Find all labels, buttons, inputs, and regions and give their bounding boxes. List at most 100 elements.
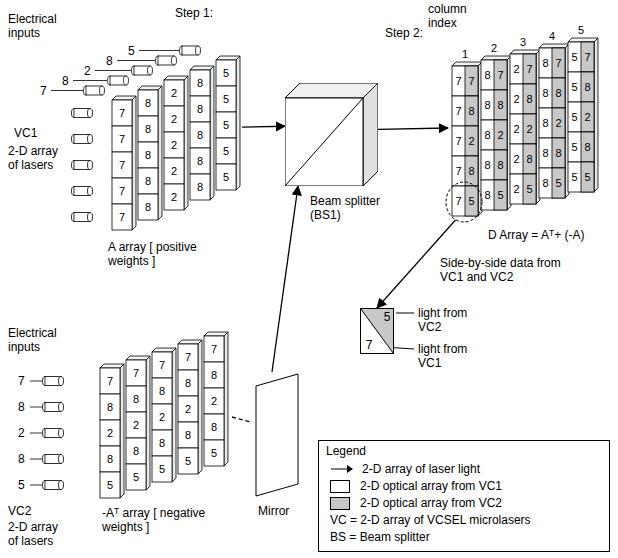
array-cell bbox=[539, 48, 565, 78]
sum-value: 7 bbox=[452, 194, 465, 208]
array-cell bbox=[126, 360, 146, 386]
array-cell bbox=[138, 142, 158, 168]
input-value: 5 bbox=[128, 44, 140, 58]
vc2-half-cell bbox=[552, 78, 565, 108]
array-cell bbox=[100, 394, 120, 420]
sum-value: 8 bbox=[581, 140, 594, 154]
weight-value: 7 bbox=[126, 366, 146, 380]
array-cell bbox=[204, 440, 224, 466]
sum-value: 8 bbox=[523, 92, 536, 106]
array-cell bbox=[152, 378, 172, 404]
sum-value: 5 bbox=[568, 110, 581, 124]
strip-side bbox=[120, 364, 124, 498]
input-value: 8 bbox=[106, 54, 118, 68]
array-strip bbox=[481, 56, 511, 210]
strip-top bbox=[510, 50, 540, 54]
column-number: 4 bbox=[539, 29, 565, 43]
weight-value: 8 bbox=[138, 122, 158, 136]
sum-value: 8 bbox=[465, 164, 478, 178]
array-strip bbox=[452, 62, 482, 216]
laser-face bbox=[88, 161, 93, 170]
sum-value: 8 bbox=[465, 104, 478, 118]
strip-top bbox=[568, 38, 598, 42]
strip-top bbox=[112, 96, 136, 100]
array-cell bbox=[112, 100, 132, 126]
weight-value: 5 bbox=[126, 470, 146, 484]
cube-top bbox=[285, 83, 378, 98]
strip-top bbox=[100, 364, 124, 368]
array-cell bbox=[164, 184, 184, 210]
array-cell bbox=[138, 168, 158, 194]
arrow-shaft bbox=[331, 469, 348, 470]
weight-value: 8 bbox=[204, 368, 224, 382]
laser bbox=[43, 455, 64, 464]
input-value: 8 bbox=[62, 74, 74, 88]
annotation: light from VC2 bbox=[418, 306, 482, 334]
weight-value: 7 bbox=[204, 342, 224, 356]
array-cell bbox=[164, 106, 184, 132]
laser-face bbox=[124, 76, 129, 85]
weight-value: 8 bbox=[190, 180, 210, 194]
weight-value: 5 bbox=[152, 462, 172, 476]
weight-value: 8 bbox=[138, 174, 158, 188]
connector bbox=[242, 126, 285, 128]
array-cell bbox=[126, 438, 146, 464]
laser bbox=[72, 109, 93, 118]
mirror: Mirror bbox=[252, 372, 302, 498]
weight-value: 5 bbox=[100, 478, 120, 492]
array-cell bbox=[568, 42, 594, 72]
annotation: 2-D array of lasers bbox=[8, 520, 70, 548]
strip-side bbox=[224, 332, 228, 466]
sum-value: 5 bbox=[465, 194, 478, 208]
sum-value: 8 bbox=[481, 98, 494, 112]
node-caption: A array [ positive weights ] bbox=[108, 240, 238, 268]
cube-side bbox=[363, 83, 378, 186]
laser-face bbox=[100, 86, 105, 95]
sum-value: 2 bbox=[581, 110, 594, 124]
array-strip bbox=[204, 332, 228, 466]
sum-value: 2 bbox=[510, 62, 523, 76]
sum-value: 8 bbox=[481, 158, 494, 172]
array-cell bbox=[126, 386, 146, 412]
zoom-cell: 57 bbox=[360, 308, 394, 354]
weight-value: 5 bbox=[216, 66, 236, 80]
weight-value: 2 bbox=[204, 394, 224, 408]
laser bbox=[84, 86, 105, 95]
cell-value: 5 bbox=[382, 310, 392, 324]
laser-face bbox=[59, 481, 64, 490]
sum-value: 7 bbox=[452, 164, 465, 178]
array-cell bbox=[216, 112, 236, 138]
input-wire bbox=[30, 381, 42, 382]
weight-value: 2 bbox=[152, 410, 172, 424]
beam-splitter-shape bbox=[285, 83, 378, 186]
vc2-part bbox=[361, 309, 394, 354]
annotation: Legend bbox=[326, 444, 406, 458]
legend-text: 2-D array of laser light bbox=[362, 462, 480, 476]
legend-row: VC = 2-D array of VCSEL microlasers bbox=[330, 513, 531, 527]
laser bbox=[180, 46, 201, 55]
laser bbox=[72, 213, 93, 222]
vc2-half-cell bbox=[494, 120, 507, 150]
array-cell bbox=[216, 86, 236, 112]
array-strip bbox=[152, 348, 176, 482]
sum-value: 8 bbox=[552, 86, 565, 100]
sum-value: 2 bbox=[465, 134, 478, 148]
connector bbox=[272, 186, 298, 372]
array-cell bbox=[112, 126, 132, 152]
input-wire bbox=[30, 459, 42, 460]
array-cell bbox=[152, 352, 172, 378]
strip-side bbox=[594, 38, 598, 192]
array-cell bbox=[152, 404, 172, 430]
legend-text: VC = 2-D array of VCSEL microlasers bbox=[330, 513, 531, 527]
array-strip bbox=[216, 56, 240, 190]
array-cell bbox=[510, 114, 536, 144]
strip-side bbox=[172, 348, 176, 482]
weight-value: 2 bbox=[164, 112, 184, 126]
annotation: column index bbox=[428, 2, 478, 30]
vc2-half-cell bbox=[581, 162, 594, 192]
laser-face bbox=[148, 66, 153, 75]
array-cell bbox=[568, 132, 594, 162]
sum-value: 8 bbox=[481, 128, 494, 142]
laser-face bbox=[88, 135, 93, 144]
legend-arrow bbox=[330, 463, 354, 475]
